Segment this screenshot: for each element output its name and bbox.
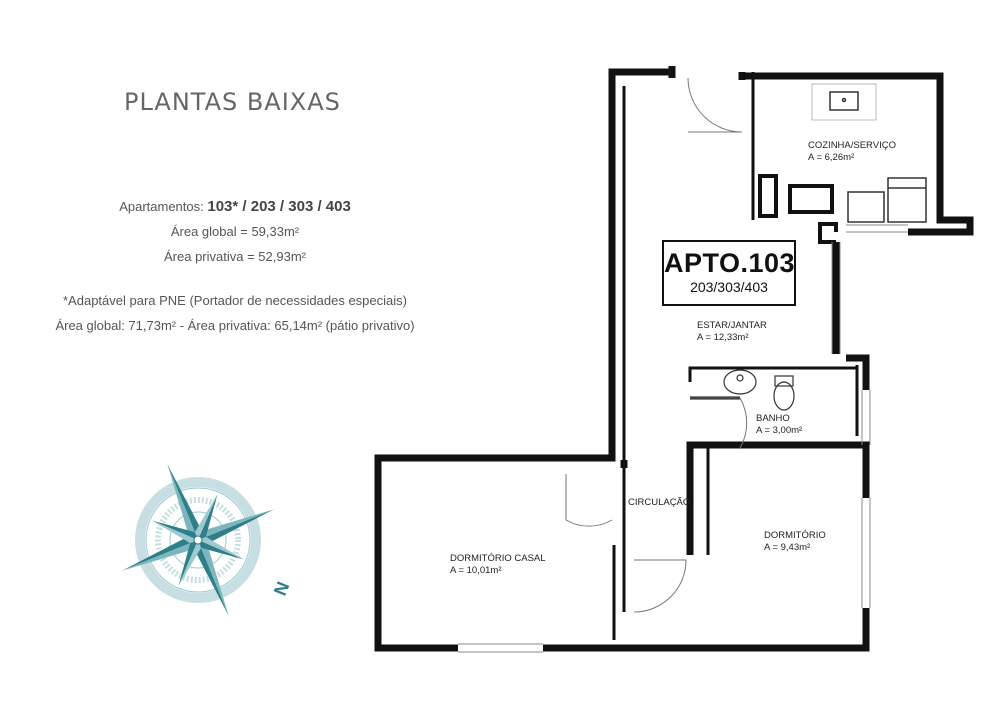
walls [374, 66, 974, 652]
compass-rose-icon [121, 463, 275, 617]
room-casal-name: DORMITÓRIO CASAL [450, 553, 546, 564]
apartment-number: APTO.103 [664, 248, 796, 278]
apartment-label-box: APTO.103 203/303/403 [662, 240, 796, 306]
area-privativa: Área privativa = 52,93m² [164, 249, 306, 264]
room-estar-name: ESTAR/JANTAR [697, 320, 767, 331]
pne-areas: Área global: 71,73m² - Área privativa: 6… [55, 318, 415, 333]
pne-note: *Adaptável para PNE (Portador de necessi… [63, 293, 407, 308]
apartments-label: Apartamentos: [119, 199, 204, 214]
room-banho-name: BANHO [756, 413, 790, 424]
room-dormitorio-area: A = 9,43m² [764, 542, 810, 553]
room-banho-area: A = 3,00m² [756, 425, 802, 436]
apartment-info: Apartamentos: 103* / 203 / 303 / 403 Áre… [30, 194, 440, 338]
room-labels: COZINHA/SERVIÇO A = 6,26m² ESTAR/JANTAR … [450, 140, 896, 576]
room-cozinha-name: COZINHA/SERVIÇO [808, 140, 896, 151]
room-dormitorio-name: DORMITÓRIO [764, 530, 826, 541]
page-title: PLANTAS BAIXAS [124, 88, 341, 116]
apartments-numbers: 103* / 203 / 303 / 403 [207, 198, 351, 215]
room-circulacao-name: CIRCULAÇÃO [628, 497, 690, 508]
apartments-line: Apartamentos: 103* / 203 / 303 / 403 [30, 194, 440, 219]
apartment-floors: 203/303/403 [690, 279, 768, 295]
room-estar-area: A = 12,33m² [697, 332, 749, 343]
openings [458, 224, 908, 653]
kitchen-fixtures [758, 83, 927, 223]
room-casal-area: A = 10,01m² [450, 565, 502, 576]
door-swings [565, 77, 748, 613]
area-global: Área global = 59,33m² [170, 224, 300, 239]
compass-north-label: N [270, 579, 293, 599]
bathroom-fixtures [723, 369, 795, 411]
room-cozinha-area: A = 6,26m² [808, 152, 854, 163]
